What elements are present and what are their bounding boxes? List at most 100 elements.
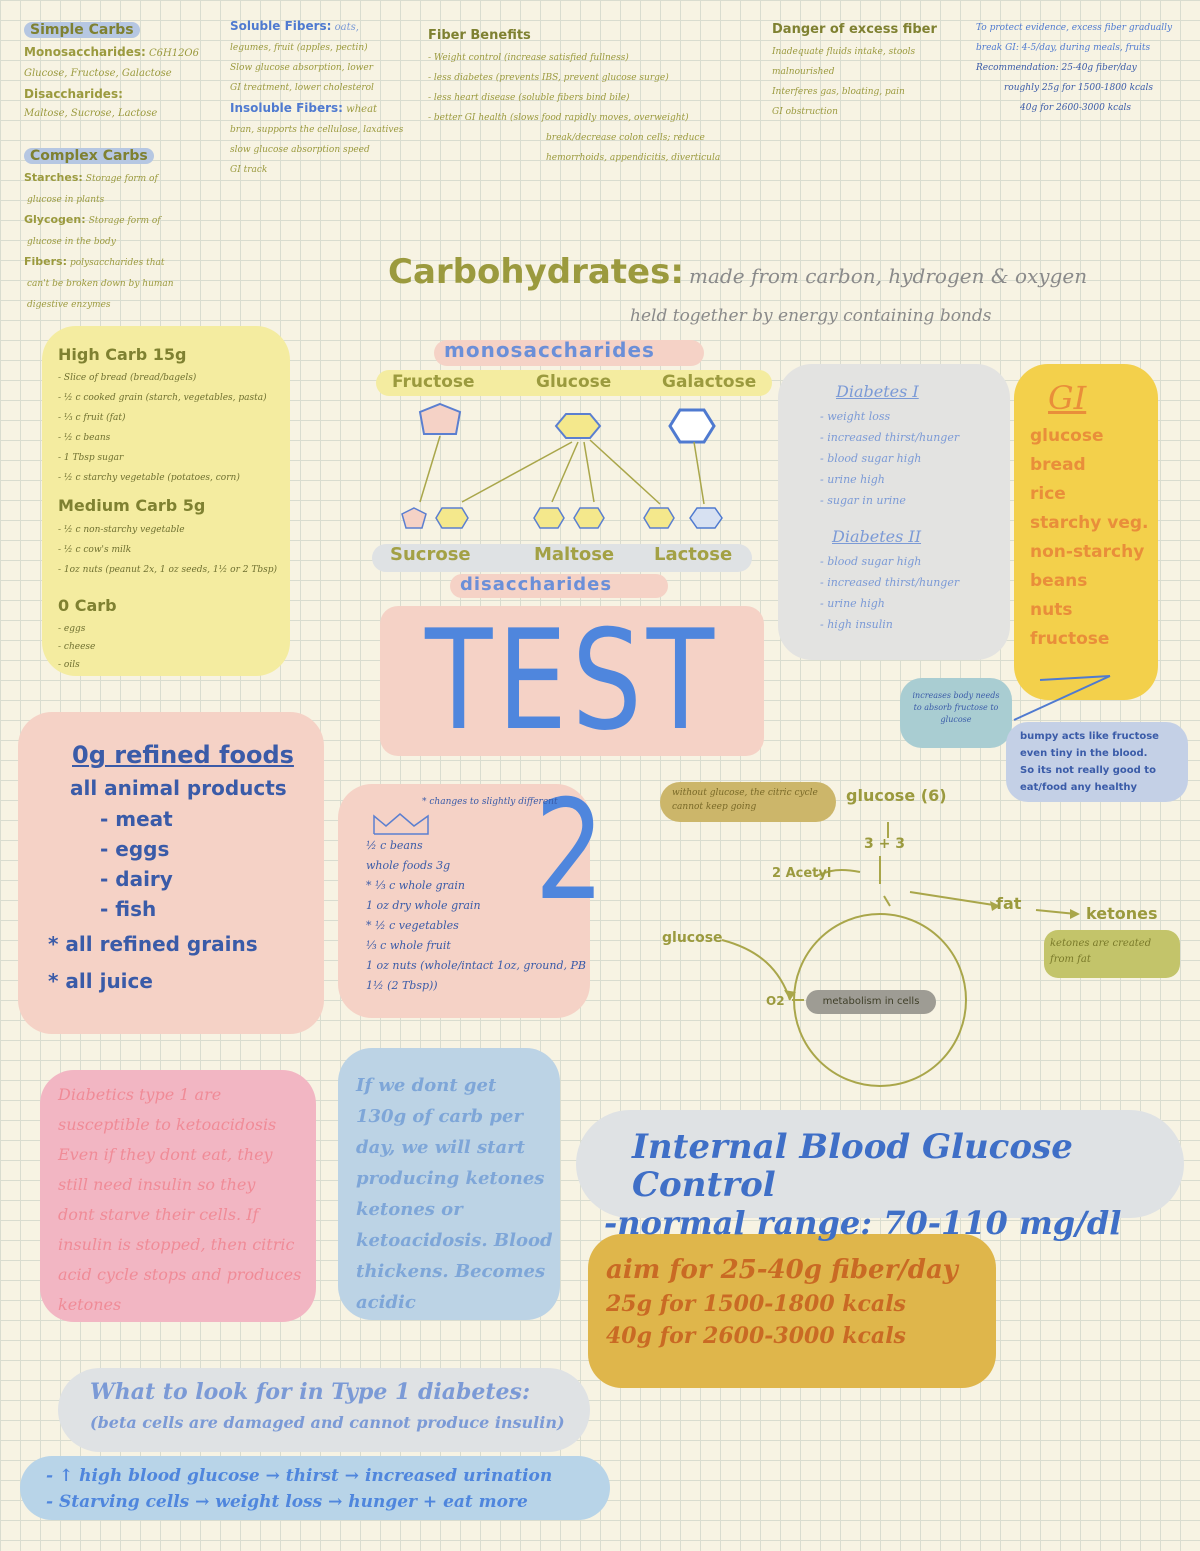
fiber-benefit-extra: hemorrhoids, appendicitis, diverticula bbox=[546, 153, 721, 163]
zero-carb-item: - oils bbox=[58, 660, 80, 670]
complex-carbs-title: Complex Carbs bbox=[24, 148, 154, 164]
three-plus-three-label: 3 + 3 bbox=[864, 836, 905, 852]
simple-carbs-title: Simple Carbs bbox=[24, 22, 140, 38]
danger-fiber-section: Danger of excess fiber Inadequate fluids… bbox=[772, 18, 968, 122]
whole-food-item: * ½ c vegetables bbox=[366, 919, 459, 932]
refined-item: - dairy bbox=[100, 867, 173, 891]
low-carb-line: 130g of carb per bbox=[356, 1106, 523, 1127]
whole-food-item: whole foods 3g bbox=[366, 859, 451, 872]
gi-bg bbox=[1014, 364, 1158, 700]
medium-carb-item: - 1oz nuts (peanut 2x, 1 oz seeds, 1½ or… bbox=[58, 565, 278, 575]
sucrose-label: Sucrose bbox=[390, 544, 471, 565]
diabetes-2-item: - blood sugar high bbox=[820, 555, 922, 568]
blood-glucose-bg bbox=[576, 1110, 1184, 1218]
fiber-rec-line: 40g for 2600-3000 kcals bbox=[1020, 103, 1132, 113]
diabetes-2-item: - urine high bbox=[820, 597, 885, 610]
high-carb-item: - 1 Tbsp sugar bbox=[58, 453, 124, 463]
crown-icon bbox=[372, 812, 429, 836]
complex-carbs-line: Fibers:polysaccharides that bbox=[24, 252, 224, 273]
refined-item: - fish bbox=[100, 897, 157, 921]
fructose-pentagon-icon bbox=[418, 402, 462, 435]
refined-foods-title: 0g refined foods bbox=[72, 741, 294, 769]
fiber-aim-section: aim for 25-40g fiber/day 25g for 1500-18… bbox=[606, 1252, 986, 1352]
complex-carbs-text: digestive enzymes bbox=[27, 300, 111, 310]
simple-carbs-section: Simple Carbs Monosaccharides: C6H12O6 Gl… bbox=[24, 18, 224, 124]
fiber-benefit-item: - less heart disease (soluble fibers bin… bbox=[428, 93, 630, 103]
low-carb-section: If we dont get 130g of carb per day, we wi… bbox=[356, 1070, 553, 1318]
complex-carbs-line: glucose in the body bbox=[24, 231, 224, 252]
diabetes-note-line: dont starve their cells. If bbox=[58, 1205, 259, 1224]
fibers-section: Soluble Fibers: oats, legumes, fruit (ap… bbox=[230, 16, 410, 180]
gi-bubble-text: increases body needs to absorb fructose … bbox=[912, 691, 1000, 724]
diabetes-1-title: Diabetes I bbox=[836, 382, 919, 401]
galactose-label: Galactose bbox=[662, 372, 757, 392]
blood-glucose-section: Internal Blood Glucose Control -normal r… bbox=[604, 1128, 1174, 1242]
high-carb-item: - ⅓ c fruit (fat) bbox=[58, 413, 126, 423]
diabetes-1-item: - blood sugar high bbox=[820, 452, 922, 465]
high-carb-section: High Carb 15g - Slice of bread (bread/ba… bbox=[58, 342, 284, 674]
ketone-note-bg bbox=[1044, 930, 1180, 978]
complex-carbs-line: can't be broken down by human bbox=[24, 273, 224, 294]
medium-carb-title: Medium Carb 5g bbox=[58, 496, 206, 515]
high-carb-item: - ½ c cooked grain (starch, vegetables, … bbox=[58, 393, 267, 403]
complex-carbs-text: glucose in plants bbox=[27, 195, 105, 205]
carbohydrates-heading: Carbohydrates: made from carbon, hydroge… bbox=[388, 250, 1088, 294]
gi-note-line: even tiny in the blood. bbox=[1020, 748, 1148, 759]
symptoms-section: - ↑ high blood glucose → thirst → increa… bbox=[46, 1462, 606, 1514]
without-glucose-bg bbox=[660, 782, 836, 822]
diabetes-2-item: - increased thirst/hunger bbox=[820, 576, 960, 589]
test-title-bg bbox=[380, 606, 764, 756]
diabetes-note-line: ketones bbox=[58, 1295, 122, 1314]
maltose-label: Maltose bbox=[534, 544, 615, 565]
gi-note-bg bbox=[1006, 722, 1188, 802]
lactose-galactose-icon bbox=[689, 507, 723, 529]
gi-note-line: bumpy acts like fructose bbox=[1020, 731, 1159, 742]
gi-item: fructose bbox=[1030, 629, 1110, 649]
whole-food-item: ½ c beans bbox=[366, 839, 423, 852]
low-carb-line: day, we will start bbox=[356, 1137, 525, 1158]
whole-food-item: ⅓ c whole fruit bbox=[366, 939, 451, 952]
fiber-benefit-extra: break/decrease colon cells; reduce bbox=[546, 133, 705, 143]
fiber-benefits-section: Fiber Benefits - Weight control (increas… bbox=[428, 24, 768, 168]
test-title: TEST 2 bbox=[425, 600, 719, 931]
diabetes-section: Diabetes I - weight loss - increased thir… bbox=[820, 378, 1006, 635]
medium-carb-item: - ½ c non-starchy vegetable bbox=[58, 525, 185, 535]
zero-carb-title: 0 Carb bbox=[58, 596, 117, 615]
low-carb-line: If we dont get bbox=[356, 1075, 497, 1096]
whole-food-item: * ⅓ c whole grain bbox=[366, 879, 465, 892]
high-carb-item: - ½ c starchy vegetable (potatoes, corn) bbox=[58, 473, 240, 483]
symptom-line: - Starving cells → weight loss → hunger … bbox=[46, 1492, 528, 1512]
carbohydrates-title: Carbohydrates: bbox=[388, 252, 684, 292]
sucrose-fructose-icon bbox=[401, 507, 427, 529]
whole-foods-note: * changes to slightly different bbox=[422, 797, 558, 807]
glucose-label: Glucose bbox=[536, 372, 612, 392]
high-carb-title: High Carb 15g bbox=[58, 345, 187, 364]
symptoms-bg bbox=[20, 1456, 610, 1520]
complex-carbs-text: Storage form of bbox=[85, 174, 158, 184]
diabetes-note-line: acid cycle stops and produces bbox=[58, 1265, 302, 1284]
diabetes-note-line: Even if they dont eat, they bbox=[58, 1145, 273, 1164]
fiber-benefit-item: - less diabetes (prevents IBS, prevent g… bbox=[428, 73, 669, 83]
whole-foods-section: * changes to slightly different ½ c bean… bbox=[366, 792, 586, 996]
glucose-6-label: glucose (6) bbox=[846, 786, 947, 805]
galactose-hexagon-icon bbox=[668, 408, 716, 444]
glucose-left-label: glucose bbox=[662, 930, 723, 946]
complex-carbs-text: glucose in the body bbox=[27, 237, 116, 247]
acetyl-label: 2 Acetyl bbox=[772, 866, 832, 881]
gi-note: bumpy acts like fructose even tiny in th… bbox=[1020, 728, 1188, 796]
di-title-bg bbox=[450, 574, 668, 598]
gi-note-line: So its not really good to bbox=[1020, 765, 1156, 776]
complex-carbs-line: Glycogen:Storage form of bbox=[24, 210, 224, 231]
diabetes-bg bbox=[778, 364, 1010, 660]
type1-look-subtitle: (beta cells are damaged and cannot produ… bbox=[90, 1413, 565, 1432]
danger-fiber-title: Danger of excess fiber bbox=[772, 22, 937, 37]
fiber-recommendation: To protect evidence, excess fiber gradua… bbox=[976, 18, 1190, 118]
diabetes-1-item: - sugar in urine bbox=[820, 494, 906, 507]
low-carb-line: ketones or bbox=[356, 1199, 463, 1220]
diabetes-1-item: - weight loss bbox=[820, 410, 891, 423]
glucose-hexagon-icon bbox=[554, 413, 602, 439]
sucrose-glucose-icon bbox=[435, 507, 469, 529]
soluble-line: legumes, fruit (apples, pectin) bbox=[230, 43, 368, 53]
carbohydrates-line2: held together by energy containing bonds bbox=[630, 306, 992, 326]
